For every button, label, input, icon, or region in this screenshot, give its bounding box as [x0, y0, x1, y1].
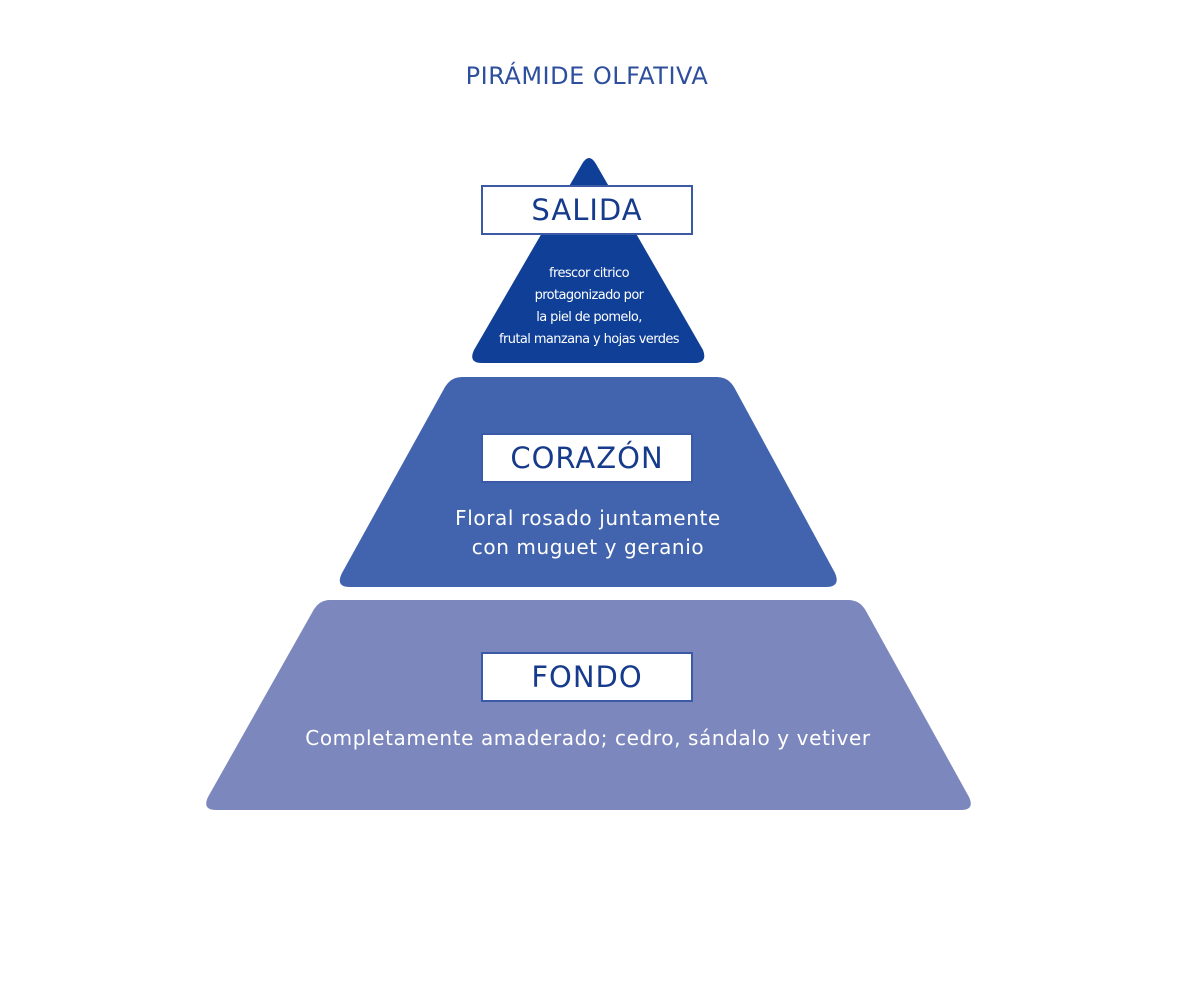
description-line: Completamente amaderado; cedro, sándalo …: [305, 726, 871, 750]
tier-label-middle: CORAZÓN: [481, 433, 693, 483]
description-line: frescor citrico: [549, 266, 630, 281]
tier-label-top-text: SALIDA: [531, 193, 643, 227]
tier-description-bottom: Completamente amaderado; cedro, sándalo …: [230, 724, 946, 752]
description-line: Floral rosado juntamente: [455, 506, 721, 530]
description-line: protagonizado por: [534, 288, 644, 303]
tier-bottom-shape: [206, 600, 971, 810]
tier-label-middle-text: CORAZÓN: [510, 441, 664, 475]
tier-description-middle: Floral rosado juntamente con muguet y ge…: [400, 504, 776, 562]
tier-label-bottom: FONDO: [481, 652, 693, 702]
tier-description-top: frescor citrico protagonizado por la pie…: [478, 263, 700, 351]
pyramid-title: PIRÁMIDE OLFATIVA: [465, 62, 709, 90]
description-line: frutal manzana y hojas verdes: [499, 332, 680, 347]
tier-top-shape: [472, 158, 705, 363]
tier-label-top: SALIDA: [481, 185, 693, 235]
description-line: con muguet y geranio: [471, 535, 705, 559]
tier-label-bottom-text: FONDO: [531, 660, 643, 694]
description-line: la piel de pomelo,: [536, 310, 642, 325]
